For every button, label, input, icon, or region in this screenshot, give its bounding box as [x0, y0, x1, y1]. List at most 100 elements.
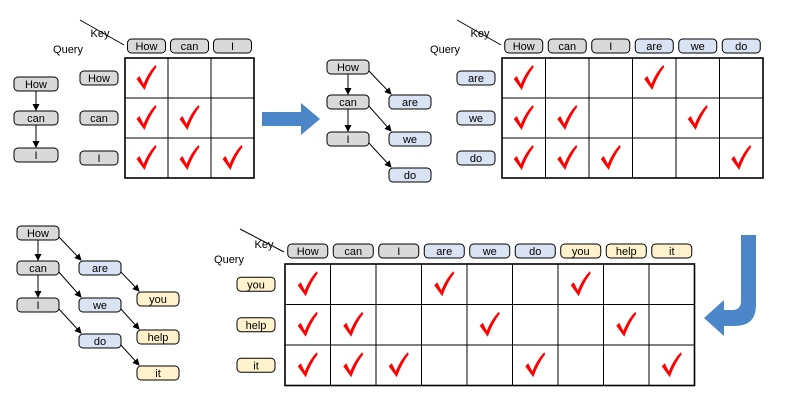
check-mark-icon: [513, 65, 534, 90]
token-label: do: [470, 153, 482, 165]
token-label: do: [529, 246, 541, 258]
key-token: I: [591, 38, 631, 54]
key-token: I: [213, 38, 252, 54]
tree-node-are: are: [388, 94, 432, 110]
token-label: can: [344, 246, 362, 258]
tree-edge-arrow: [119, 270, 140, 292]
check-mark-icon: [343, 311, 364, 337]
token-label: How: [27, 228, 49, 240]
query-axis-label: Query: [430, 44, 460, 56]
check-mark-icon: [525, 352, 546, 378]
check-mark-icon: [644, 65, 665, 90]
token-label: How: [135, 41, 157, 53]
key-token: it: [651, 243, 693, 259]
key-axis-label: Key: [91, 28, 110, 40]
query-token: do: [456, 150, 496, 166]
header-diagonal: [456, 19, 502, 46]
token-label: are: [92, 263, 108, 275]
check-mark-icon: [479, 311, 500, 337]
token-label: do: [735, 41, 747, 53]
token-label: can: [339, 97, 357, 109]
token-label: I: [397, 246, 400, 258]
check-mark-icon: [388, 352, 409, 378]
curved-down-left-arrow: [704, 235, 756, 336]
key-token: you: [560, 243, 602, 259]
tree-node-you: you: [136, 291, 180, 307]
token-label: help: [616, 246, 637, 258]
check-mark-icon: [600, 145, 621, 170]
tree-node-i: I: [326, 131, 370, 147]
check-mark-icon: [297, 311, 318, 337]
token-label: can: [181, 41, 199, 53]
token-label: do: [94, 336, 106, 348]
token-label: can: [27, 113, 45, 125]
token-label: we: [402, 134, 417, 146]
token-label: are: [402, 97, 418, 109]
key-token: are: [423, 243, 465, 259]
tree-node-can: can: [13, 110, 59, 126]
tree-edge-arrow: [367, 69, 392, 95]
key-token: How: [127, 38, 166, 54]
check-mark-icon: [687, 105, 708, 130]
check-mark-icon: [136, 145, 157, 170]
tree-edges: [344, 69, 392, 168]
tree-node-are: are: [78, 260, 122, 276]
query-token: I: [79, 150, 119, 166]
big-right-arrow: [262, 103, 320, 135]
check-mark-icon: [136, 105, 157, 130]
tree-node-we: we: [388, 131, 432, 147]
check-mark-icon: [136, 65, 157, 90]
check-mark-icon: [570, 271, 591, 297]
query-token: can: [79, 110, 119, 126]
tree-node-can: can: [326, 94, 370, 110]
tree-node-do: do: [388, 167, 432, 183]
tree-edge-arrow: [57, 307, 82, 334]
key-token: How: [287, 243, 329, 259]
tree-edge-arrow: [367, 141, 392, 168]
token-label: we: [482, 246, 497, 258]
token-label: it: [155, 368, 161, 380]
tree-node-it: it: [136, 365, 180, 381]
query-token: you: [236, 276, 276, 292]
token-label: do: [404, 170, 416, 182]
token-label: can: [558, 41, 576, 53]
key-axis-label: Key: [255, 239, 274, 251]
check-mark-icon: [434, 271, 455, 297]
mask-grid: [501, 57, 764, 179]
tree-node-how: How: [13, 76, 59, 92]
key-token: we: [678, 38, 718, 54]
check-mark-icon: [297, 271, 318, 297]
token-label: it: [669, 246, 675, 258]
query-token: How: [79, 70, 119, 86]
tree-node-can: can: [16, 260, 60, 276]
token-label: it: [253, 360, 259, 372]
header-diagonal: [79, 19, 125, 46]
tree-node-help: help: [136, 329, 180, 345]
token-label: I: [609, 41, 612, 53]
tree-node-i: I: [13, 147, 59, 163]
tree-edge-arrow: [57, 270, 82, 298]
check-mark-icon: [179, 105, 200, 130]
check-mark-icon: [513, 105, 534, 130]
token-label: we: [690, 41, 705, 53]
token-label: can: [90, 113, 108, 125]
check-mark-icon: [661, 352, 682, 378]
check-mark-icon: [179, 145, 200, 170]
tree-node-how: How: [16, 225, 60, 241]
mask-grid: [284, 263, 696, 387]
key-token: can: [170, 38, 209, 54]
token-label: help: [148, 332, 169, 344]
token-label: How: [25, 79, 47, 91]
token-label: help: [246, 320, 267, 332]
key-token: can: [547, 38, 587, 54]
token-label: How: [88, 73, 110, 85]
check-mark-icon: [557, 105, 578, 130]
tree-node-i: I: [16, 297, 60, 313]
tree-node-do: do: [78, 333, 122, 349]
